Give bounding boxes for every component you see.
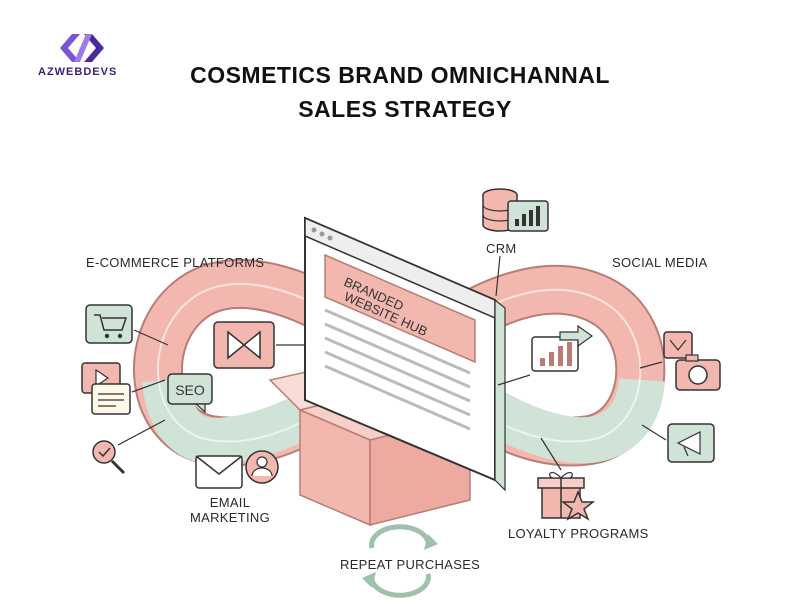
cycle-arrows-icon [362,524,438,598]
star-icon [560,489,596,521]
label-crm: CRM [486,241,517,256]
label-email-line1: EMAIL [209,495,251,510]
label-email-line2: MARKETING [190,510,270,525]
gift-icon [537,437,585,519]
page-title-line1: COSMETICS BRAND OMNICHANNAL [190,62,610,88]
cart-icon [85,304,169,346]
browser-window-icon [304,216,506,492]
logo-icon [60,34,104,62]
camera-icon [639,331,721,391]
video-play-icon [81,362,166,415]
email-icon [195,455,243,489]
brand-logo-text: AZWEBDEVS [38,66,118,78]
page-title-line2: SALES STRATEGY [298,96,512,122]
label-ecommerce-platforms: E-COMMERCE PLATFORMS [86,255,265,270]
seo-bubble-icon [167,373,213,414]
label-loyalty-programs: LOYALTY PROGRAMS [508,526,649,541]
megaphone-icon [641,423,715,463]
seo-label: SEO [175,382,205,398]
label-email-marketing: EMAIL MARKETING [190,495,270,525]
label-repeat-purchases: REPEAT PURCHASES [340,557,481,572]
label-social-media: SOCIAL MEDIA [612,255,708,270]
bar-chart-icon [497,324,594,386]
user-icon [245,450,279,484]
crm-chart-icon [495,200,549,297]
share-bow-icon [213,321,305,369]
hub-banner [324,253,476,364]
search-icon [92,419,166,475]
